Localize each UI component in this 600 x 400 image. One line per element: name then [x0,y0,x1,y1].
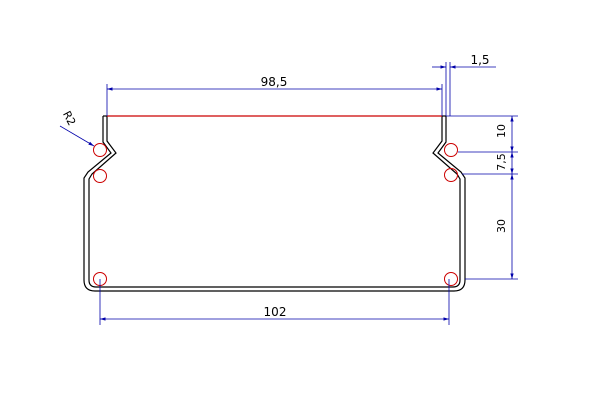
dim-top-width: 98,5 [106,75,443,116]
profile-outer-outline [83,116,466,292]
dim-right-verticals [446,115,518,280]
dim-height-top-label: 10 [495,124,508,138]
dim-height-mid-label: 7,5 [495,153,508,171]
dim-bottom-width: 102 [99,279,450,325]
bend-circle-right-mid [444,168,458,182]
dim-height-low-label: 30 [495,219,508,233]
dim-top-width-label: 98,5 [261,75,288,89]
dim-bottom-width-label: 102 [264,305,287,319]
profile-inner-outline [88,116,461,288]
bend-circle-right-upper [444,143,458,157]
dim-thickness: 1,5 [432,53,496,116]
dim-radius-label: R2 [60,109,78,128]
bend-circle-left-mid [93,169,107,183]
bend-circles [93,143,458,286]
dim-radius: R2 [59,109,95,147]
bend-circle-right-bottom [444,272,458,286]
dim-thickness-label: 1,5 [470,53,489,67]
bend-circle-left-upper [93,143,107,157]
